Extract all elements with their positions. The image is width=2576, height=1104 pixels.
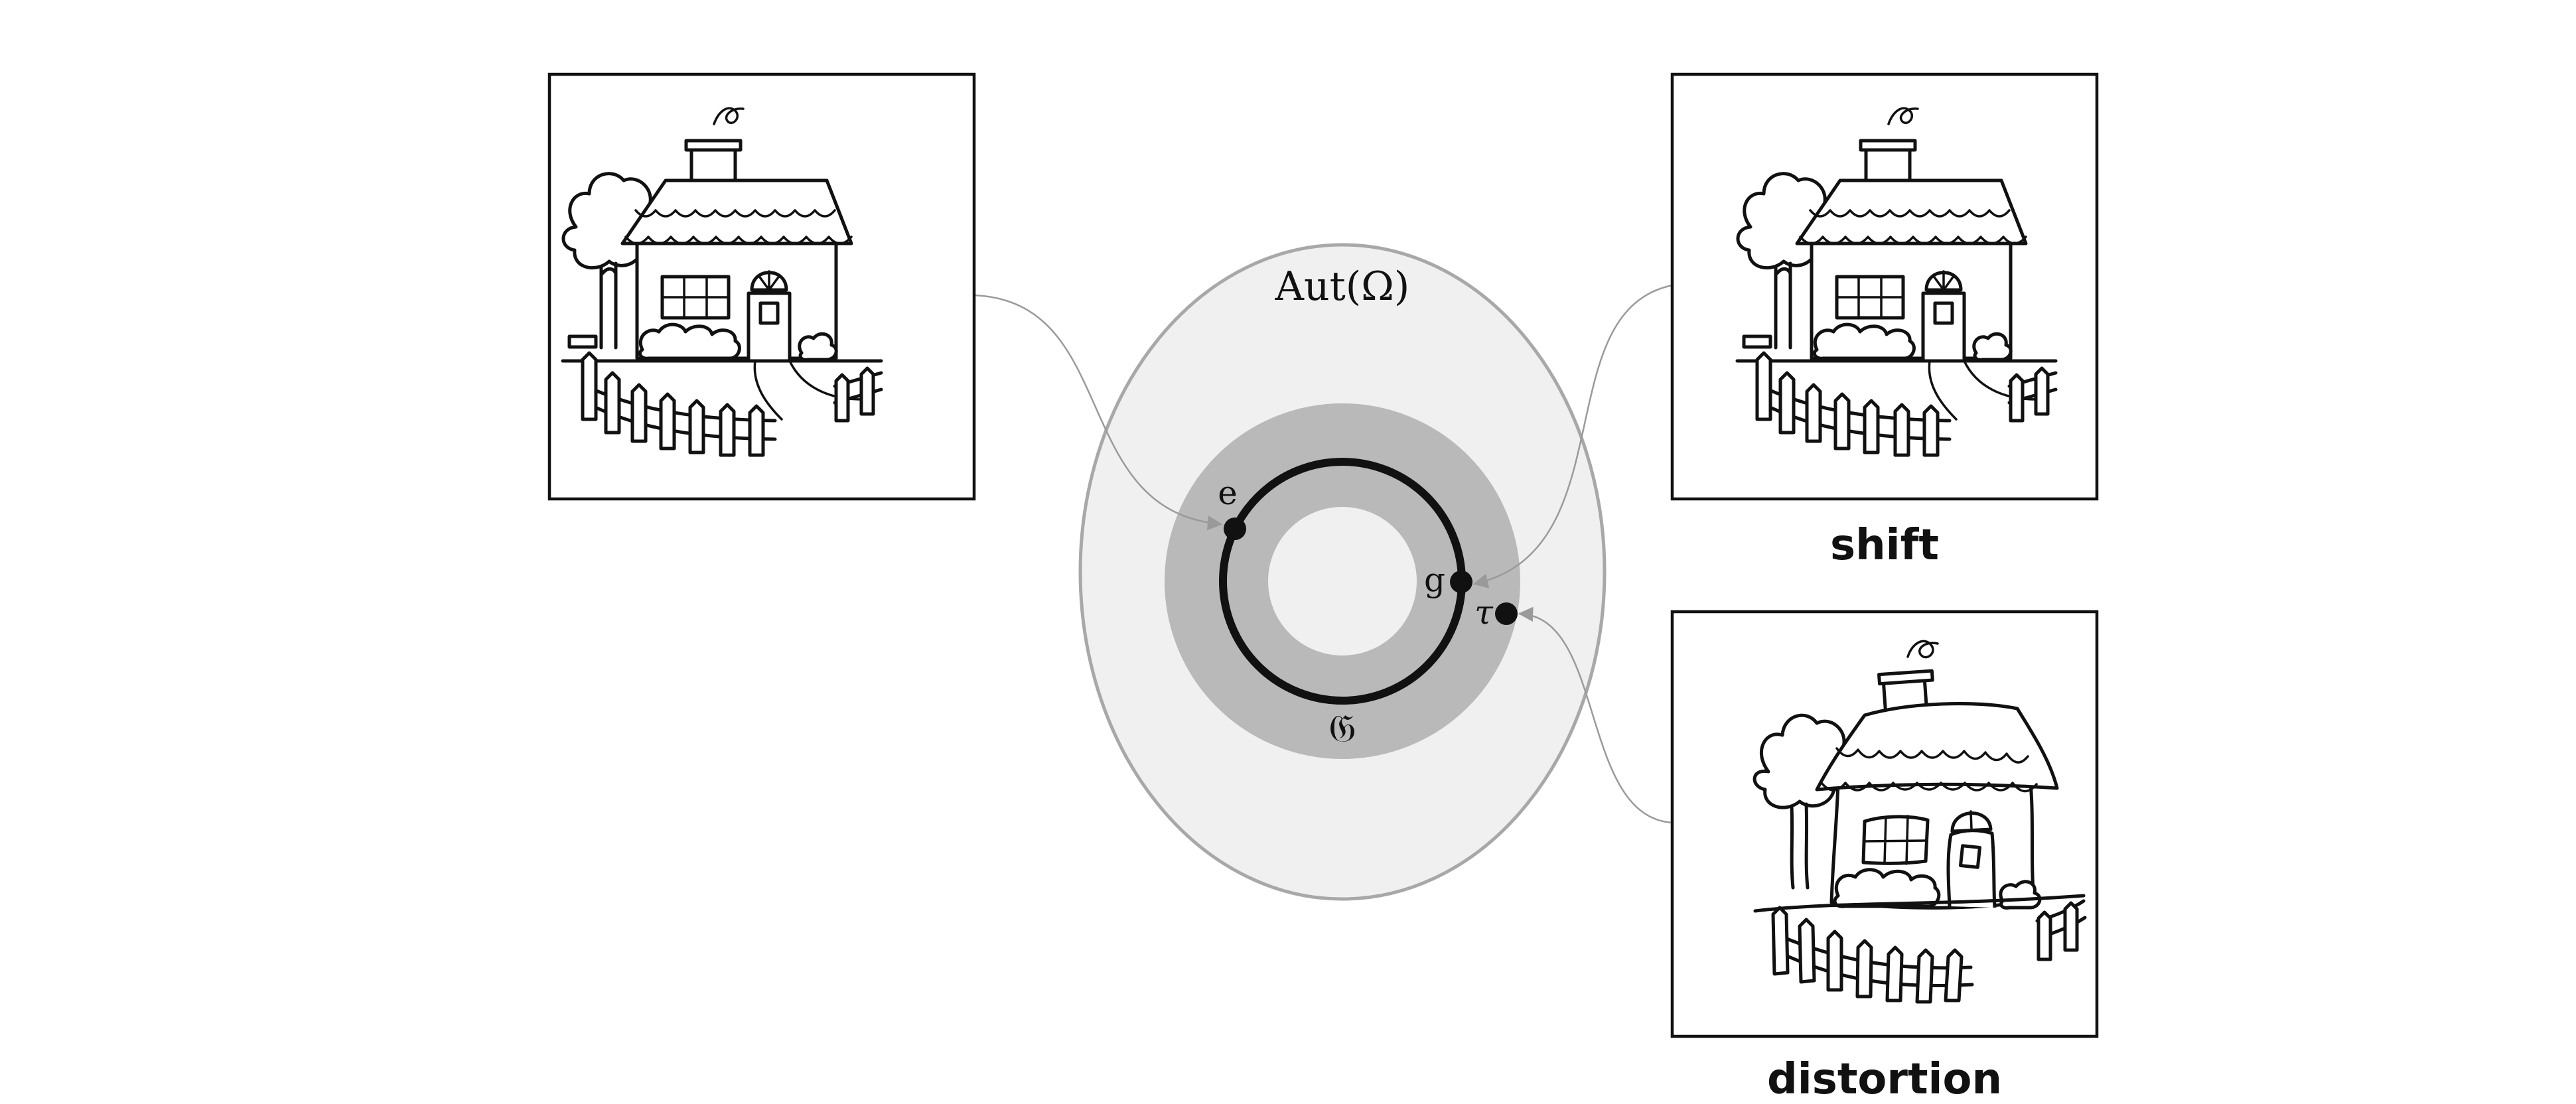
identity-point [1224, 518, 1246, 540]
group-label: 𝔊 [1328, 706, 1356, 751]
distortion-element-label: τ [1474, 593, 1494, 632]
distortion-image-panel [1670, 610, 2099, 1038]
group-element-point [1450, 571, 1472, 593]
outer-set-aut-omega [1078, 243, 1607, 901]
shift-image-panel [1670, 72, 2099, 501]
distortion-element-point [1495, 602, 1518, 625]
original-image-panel [547, 72, 976, 501]
arrow-shift-to-group-element [1472, 284, 1673, 588]
shift-caption: shift [1830, 521, 1939, 570]
arrow-original-to-identity [973, 294, 1223, 531]
distortion-caption: distortion [1767, 1055, 2002, 1104]
group-element-label: g [1424, 561, 1445, 599]
arrow-distortion-to-tau [1518, 606, 1673, 824]
outer-set-label: Aut(Ω) [1275, 263, 1410, 310]
identity-label: e [1218, 474, 1238, 512]
